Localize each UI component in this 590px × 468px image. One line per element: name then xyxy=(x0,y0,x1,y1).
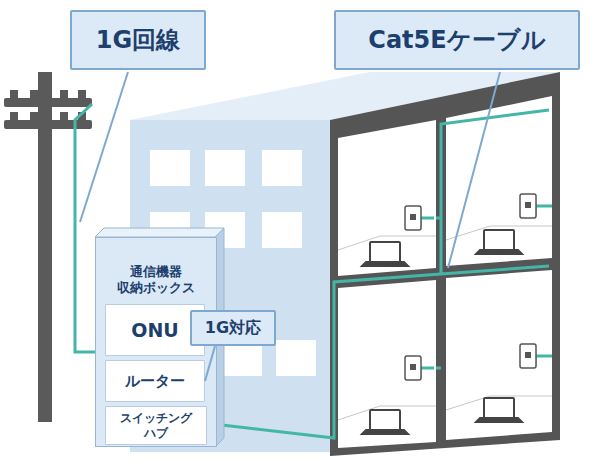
callout-box: 1G対応 xyxy=(190,310,276,346)
room-floors xyxy=(338,226,552,420)
pole-insulators xyxy=(10,90,86,120)
callout-leader xyxy=(448,72,500,268)
box-label: 1G対応 xyxy=(205,318,261,337)
callout-box: 1G回線 xyxy=(70,10,206,70)
rooms xyxy=(338,96,552,448)
lan-cables xyxy=(75,104,552,438)
wall-outlets xyxy=(405,194,536,380)
box-label: 1G回線 xyxy=(96,26,180,55)
device-box: ルーター xyxy=(105,360,205,402)
pole-crossarm xyxy=(4,120,92,129)
box-top-face xyxy=(95,228,224,237)
box-label: 通信機器 収納ボックス xyxy=(102,264,210,295)
box-label: ルーター xyxy=(125,372,185,390)
box-label: ONU xyxy=(131,319,178,342)
callout-box: Cat5Eケーブル xyxy=(334,10,580,70)
box-label: Cat5Eケーブル xyxy=(368,26,545,55)
box-label: スイッチング ハブ xyxy=(109,411,203,440)
device-box: スイッチング ハブ xyxy=(105,406,207,445)
outlet-ports xyxy=(410,202,531,370)
building-cutaway-frame xyxy=(330,72,560,456)
callout-leader xyxy=(80,72,128,222)
laptops xyxy=(362,230,522,434)
pole-crossarm xyxy=(4,98,92,107)
